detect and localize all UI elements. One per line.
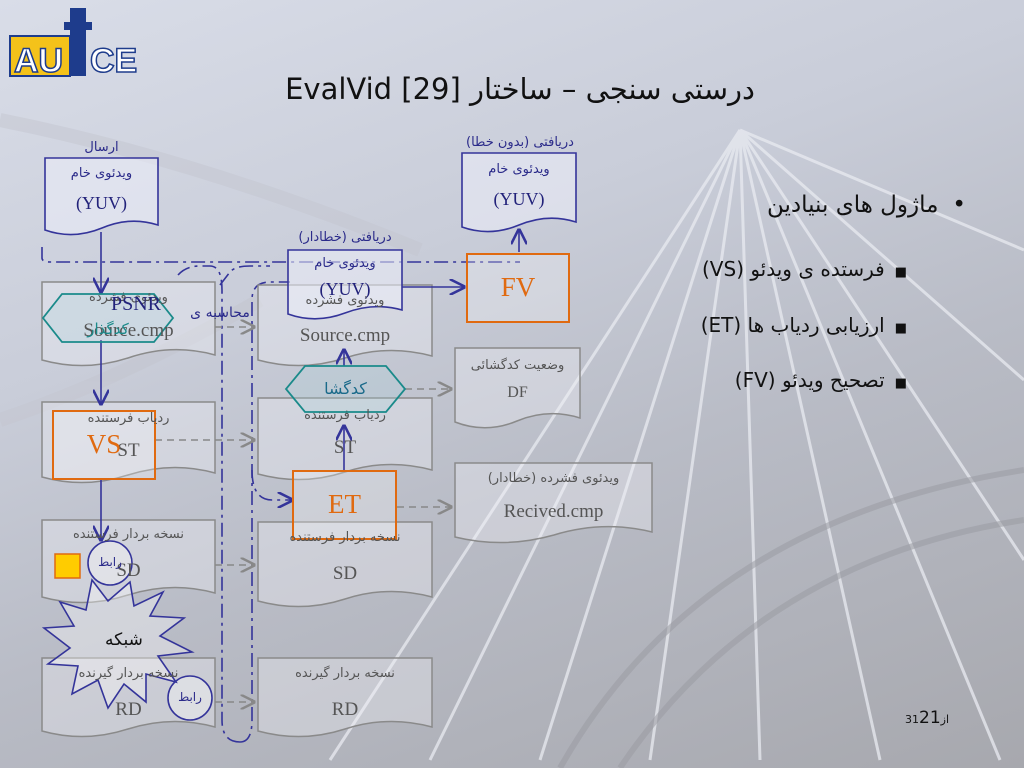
label-fv: FV (500, 272, 536, 302)
label-vs: VS (86, 429, 122, 459)
label-receiver-vector-left: نسخه بردار گیرنده (78, 666, 179, 681)
label-encoder: کدگذار (87, 320, 129, 338)
label-raw-video-recv-err: ویدئوی خام (314, 256, 376, 271)
slide-title: درستی سنجی – ساختار EvalVid [29] (285, 72, 755, 106)
sub-bullet-2-text: ارزیابی ردیاب ها (ET) (700, 313, 885, 337)
label-st-mid: ST (333, 437, 357, 458)
label-yuv-send: (YUV) (76, 193, 127, 213)
sub-bullet-1: ■ فرستده ی ویدئو (VS) (702, 257, 907, 281)
doc-df (454, 347, 581, 429)
sub-bullet-3-text: تصحیح ویدئو (FV) (734, 368, 885, 392)
label-interface-bottom: رابط (178, 690, 202, 704)
sub-bullet-2: ■ ارزیابی ردیاب ها (ET) (701, 313, 907, 337)
doc-rd-mid (257, 657, 433, 738)
label-sender-trace-mid: ردیاب فرستنده (304, 408, 386, 423)
label-raw-video-send: ویدئوی خام (70, 166, 133, 181)
label-decode-status: وضعیت کدگشائی (470, 358, 565, 373)
doc-received-cmp (454, 462, 653, 544)
label-raw-video-recv-ok: ویدئوی خام (488, 162, 550, 177)
label-received-compressed: ویدئوی فشرده (خطادار) (487, 471, 620, 486)
et-box (292, 470, 397, 540)
label-sender-vector-mid: نسخه بردار فرستنده (289, 530, 401, 545)
label-receiver-vector-mid: نسخه بردار گیرنده (295, 666, 395, 681)
label-psnr-calc: محاسبه ی (190, 305, 250, 321)
label-source-cmp-mid: Source.cmp (299, 325, 391, 346)
label-sd-mid: SD (332, 563, 358, 584)
sub-bullet-3: ■ تصحیح ویدئو (FV) (735, 368, 907, 392)
svg-text:CE: CE (90, 42, 137, 78)
label-decoder: کدگشا (324, 379, 367, 398)
label-send-header: ارسال (84, 140, 119, 155)
bullet-main: • ماژول های بنیادین (767, 192, 966, 218)
page-total: 31 (905, 713, 919, 726)
label-compressed-left: ویدئوی فشرده (89, 290, 168, 305)
doc-rd-left (41, 657, 216, 738)
svg-text:AU: AU (14, 42, 63, 78)
label-recv-err-header: دریافتی (خطادار) (298, 230, 392, 245)
label-yuv-recv-ok: (YUV) (493, 189, 545, 209)
doc-sd-left (41, 519, 216, 604)
dashed-loop (239, 281, 290, 743)
label-sender-trace-left: ردیاب فرستنده (87, 411, 170, 426)
label-recv-ok-header: دریافتی (بدون خطا) (466, 135, 574, 150)
sub-bullet-1-text: فرستده ی ویدئو (VS) (701, 257, 885, 281)
label-st-left: ST (117, 440, 140, 461)
bullet-dot-icon: • (952, 192, 966, 218)
vs-box (52, 410, 156, 480)
square-bullet-icon: ■ (894, 376, 907, 391)
label-sd-left: SD (116, 560, 141, 581)
doc-st-left (41, 401, 216, 484)
page-current: 21 (919, 708, 941, 728)
label-et: ET (328, 489, 361, 519)
label-df: DF (507, 384, 528, 401)
label-sender-vector-left: نسخه بردار فرستنده (72, 527, 185, 542)
label-interface-top: رابط (98, 555, 122, 569)
label-network: شبکه (105, 630, 143, 650)
autce-logo: AU CE (9, 8, 138, 78)
fv-box (466, 253, 570, 323)
interface-circle-bottom (167, 675, 213, 721)
doc-raw-video-recv-err (287, 249, 403, 320)
doc-raw-video-send (44, 157, 159, 236)
label-compressed-mid: ویدئوی فشرده (305, 293, 385, 308)
doc-raw-video-recv-ok (461, 152, 577, 233)
label-rd-left: RD (115, 699, 142, 720)
label-source-cmp-left: Source.cmp (83, 320, 174, 341)
label-rd-mid: RD (331, 699, 359, 720)
label-yuv-recv-err: (YUV) (319, 279, 371, 299)
network-burst (41, 578, 195, 710)
label-psnr: PSNR (110, 293, 162, 315)
decoder-hexagon (284, 365, 407, 413)
page-of: از (940, 713, 950, 726)
doc-sd-mid (257, 521, 433, 608)
page-number: 31 از21 (905, 708, 949, 728)
encoder-hexagon (41, 293, 175, 343)
yellow-square (54, 553, 81, 579)
label-received-cmp: Recived.cmp (503, 501, 604, 522)
square-bullet-icon: ■ (894, 265, 907, 280)
doc-source-cmp-left (41, 281, 216, 367)
square-bullet-icon: ■ (894, 321, 907, 336)
bullet-main-text: ماژول های بنیادین (766, 192, 939, 218)
interface-circle-top (87, 540, 133, 586)
